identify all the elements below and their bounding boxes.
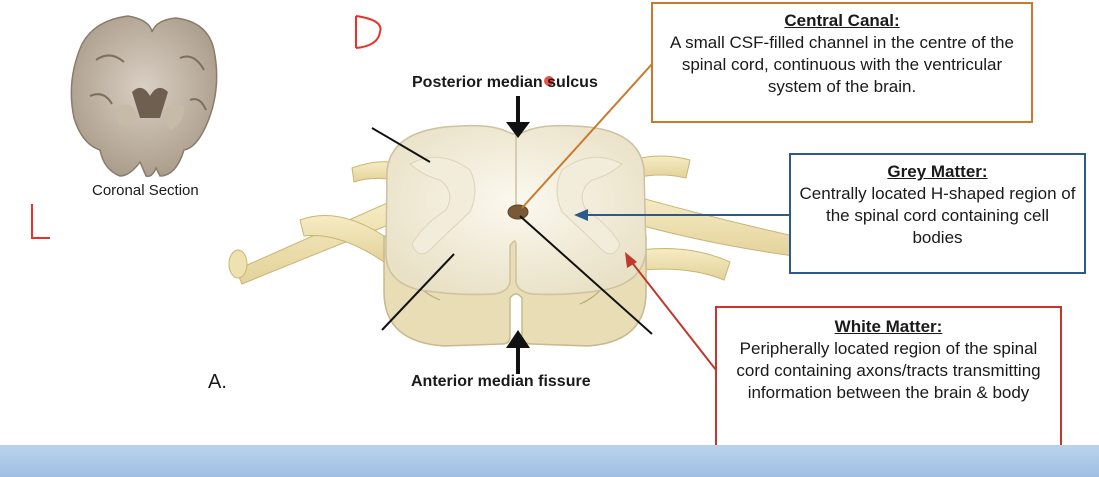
white-matter-pointer	[625, 252, 717, 371]
central-canal-callout: Central Canal: A small CSF-filled channe…	[651, 2, 1033, 123]
central-canal-body: A small CSF-filled channel in the centre…	[670, 33, 1014, 96]
coronal-section-label: Coronal Section	[92, 182, 199, 199]
central-canal-title: Central Canal:	[784, 11, 900, 30]
annotation-dot	[544, 76, 554, 86]
annotation-d	[355, 15, 382, 49]
central-canal-pointer	[521, 63, 653, 209]
central-canal	[507, 204, 529, 220]
left-nerve-roots	[228, 161, 401, 285]
anterior-median-fissure-label: Anterior median fissure	[411, 373, 591, 390]
spinal-cord	[383, 124, 647, 347]
white-matter-body: Peripherally located region of the spina…	[736, 339, 1041, 402]
white-matter-callout: White Matter: Peripherally located regio…	[715, 306, 1062, 454]
posterior-median-sulcus-label: Posterior median sulcus	[412, 74, 598, 91]
section-lines	[371, 127, 653, 335]
right-nerve-roots	[633, 155, 813, 281]
grey-matter-callout: Grey Matter: Centrally located H-shaped …	[789, 153, 1086, 274]
view-label: A.	[208, 371, 227, 393]
posterior-arrow	[506, 96, 530, 138]
coronal-brain-image	[70, 15, 218, 178]
grey-matter-body: Centrally located H-shaped region of the…	[799, 184, 1076, 247]
anterior-arrow	[506, 330, 530, 374]
white-matter-title: White Matter:	[834, 317, 943, 336]
bottom-taskbar	[0, 445, 1099, 477]
grey-matter-title: Grey Matter:	[887, 162, 988, 181]
grey-matter-pointer	[574, 209, 789, 221]
annotation-l	[31, 204, 50, 239]
